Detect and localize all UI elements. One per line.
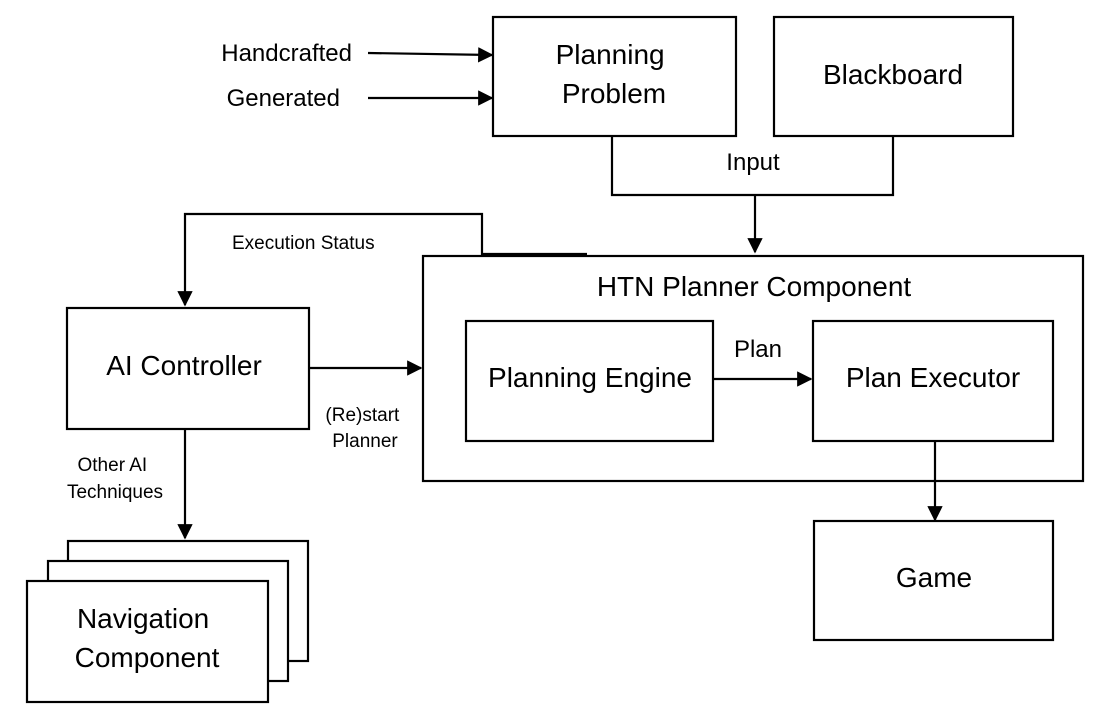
blackboard-label: Blackboard (823, 59, 963, 90)
plan-label: Plan (734, 336, 782, 363)
handcrafted-arrow (367, 47, 494, 63)
game-box (812, 519, 1055, 642)
planning-problem-label: Planning Problem (556, 39, 673, 109)
planning-engine-label: Planning Engine (488, 362, 692, 393)
planning-problem-line-2: Problem (562, 78, 666, 109)
game-label: Game (896, 562, 972, 593)
restart-planner-label: (Re)start Planner (325, 405, 404, 452)
ai-controller-box (65, 306, 311, 431)
input-label: Input (726, 149, 780, 176)
input-bracket (610, 136, 895, 197)
restart-planner-line-1: (Re)start (325, 405, 400, 426)
planning-engine-box (464, 319, 715, 443)
execution-status-label: Execution Status (232, 233, 375, 254)
restart-planner-line-2: Planner (332, 431, 398, 452)
plan-executor-label: Plan Executor (846, 362, 1020, 393)
navigation-box (25, 579, 270, 704)
plan-executor-box (811, 319, 1055, 443)
navigation-line-2: Component (75, 642, 220, 673)
planning-problem-box (491, 15, 738, 138)
navigation-label: Navigation Component (75, 603, 220, 673)
ai-controller-label: AI Controller (106, 350, 262, 381)
generated-label: Generated (227, 85, 340, 112)
other-ai-line-1: Other AI (78, 455, 148, 476)
planning-problem-line-1: Planning (556, 39, 665, 70)
htn-planner-label: HTN Planner Component (597, 271, 912, 302)
handcrafted-label: Handcrafted (221, 40, 352, 67)
navigation-line-1: Navigation (77, 603, 209, 634)
execution-status-line (177, 212, 587, 307)
other-ai-label: Other AI Techniques (67, 455, 163, 503)
other-ai-line-2: Techniques (67, 482, 163, 503)
